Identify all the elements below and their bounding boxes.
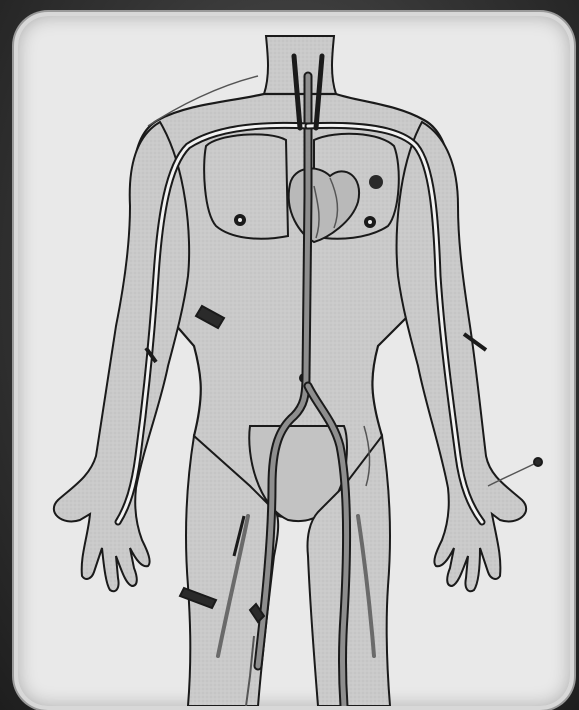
body-silhouette xyxy=(54,36,526,706)
electrode-dot xyxy=(369,175,383,189)
wrist-line-left xyxy=(488,462,538,486)
body-vascular-illustration xyxy=(18,16,570,706)
left-arm xyxy=(397,122,527,591)
left-nipple-center xyxy=(368,220,372,224)
illustration-card xyxy=(14,12,574,710)
wrist-port-left xyxy=(534,458,542,466)
neck xyxy=(264,36,336,94)
right-nipple-center xyxy=(238,218,242,222)
